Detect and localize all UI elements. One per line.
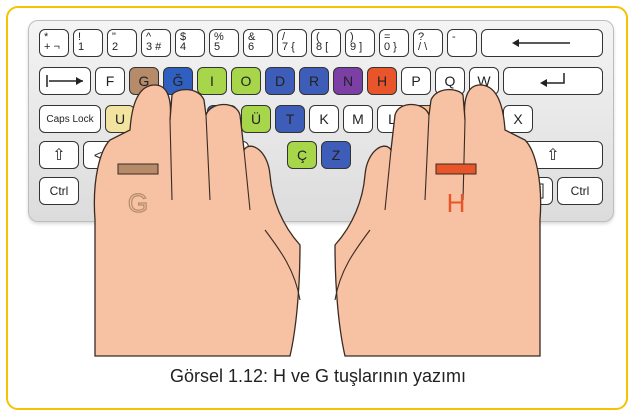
key-9[interactable]: ) 9 ] — [345, 29, 375, 57]
right-hand — [334, 84, 542, 357]
key-0[interactable]: = 0 } — [379, 29, 409, 57]
backspace-key[interactable] — [481, 29, 603, 57]
key-4[interactable]: $ 4 — [175, 29, 205, 57]
key-c-cedilla[interactable]: Ç — [287, 141, 317, 169]
tab-arrow-icon — [46, 75, 83, 87]
key-7[interactable]: / 7 { — [277, 29, 307, 57]
caps-lock-key[interactable]: Caps Lock — [39, 105, 101, 133]
key-t[interactable]: T — [275, 105, 305, 133]
key-8[interactable]: ( 8 [ — [311, 29, 341, 57]
key-p[interactable]: P — [401, 67, 431, 95]
right-finger-label: H — [447, 188, 466, 218]
key-k[interactable]: K — [309, 105, 339, 133]
enter-key[interactable] — [503, 67, 603, 95]
key-2[interactable]: " 2 — [107, 29, 137, 57]
left-finger-label: G — [128, 188, 148, 218]
left-finger-band — [117, 163, 159, 175]
key-star[interactable]: * + ¬ — [39, 29, 69, 57]
key-question[interactable]: ? / \ — [413, 29, 443, 57]
right-finger-band — [435, 163, 477, 175]
key-h[interactable]: H — [367, 67, 397, 95]
key-z[interactable]: Z — [321, 141, 351, 169]
tab-key[interactable] — [39, 67, 91, 95]
key-n[interactable]: N — [333, 67, 363, 95]
enter-arrow-icon — [540, 73, 565, 87]
left-shift-key[interactable]: ⇧ — [39, 141, 79, 169]
key-m[interactable]: M — [343, 105, 373, 133]
key-minus[interactable]: - — [447, 29, 477, 57]
key-5[interactable]: % 5 — [209, 29, 239, 57]
left-ctrl-key[interactable]: Ctrl — [39, 177, 79, 205]
key-r[interactable]: R — [299, 67, 329, 95]
figure-caption: Görsel 1.12: H ve G tuşlarının yazımı — [169, 366, 467, 386]
key-1[interactable]: ! 1 — [73, 29, 103, 57]
key-u-umlaut[interactable]: Ü — [241, 105, 271, 133]
backspace-arrow-icon — [512, 39, 570, 47]
key-6[interactable]: & 6 — [243, 29, 273, 57]
key-d[interactable]: D — [265, 67, 295, 95]
key-o[interactable]: O — [231, 67, 261, 95]
key-f[interactable]: F — [95, 67, 125, 95]
left-hand — [93, 84, 301, 357]
key-3[interactable]: ^ 3 # — [141, 29, 171, 57]
right-ctrl-key[interactable]: Ctrl — [557, 177, 603, 205]
key-i[interactable]: I — [197, 67, 227, 95]
